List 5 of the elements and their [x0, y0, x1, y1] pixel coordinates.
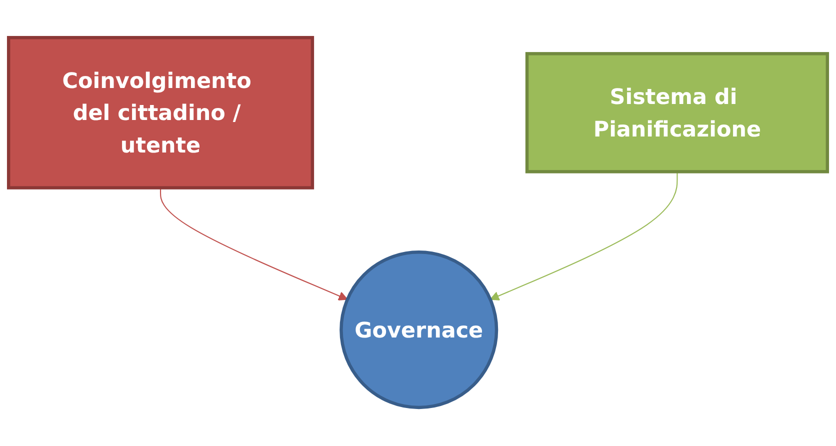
node-box: Coinvolgimento del cittadino / utente [6, 36, 314, 190]
arrow [490, 172, 678, 301]
arrow [160, 188, 348, 301]
node-box: Sistema di Pianificazione [525, 52, 830, 174]
node-circle: Governace [340, 251, 498, 410]
